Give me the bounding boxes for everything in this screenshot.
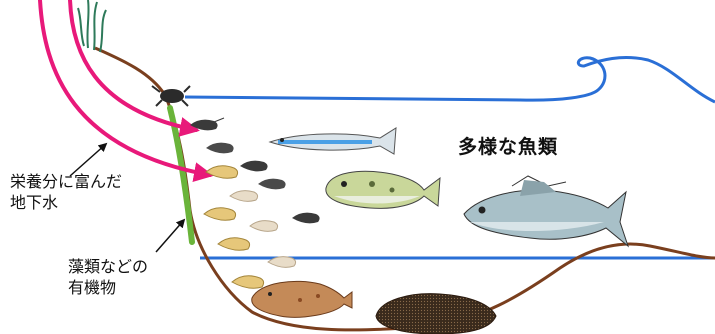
shrimp-icon [292,213,320,224]
organic-label-line1: 藻類などの [68,256,148,277]
sea-bass-icon [464,176,628,246]
seagrass-icon [78,0,106,52]
pufferfish-icon [326,171,440,208]
organic-label-line2: 有機物 [68,277,148,298]
shrimp-icon [218,238,250,250]
groundwater-label-line2: 地下水 [10,192,122,213]
shrimp-icon [240,161,268,172]
water-surface-line [185,58,715,102]
groundwater-label-line1: 栄養分に富んだ [10,171,122,192]
flounder-icon [252,281,352,317]
shrimp-icon [232,276,264,288]
shrimp-icon [206,143,234,154]
shrimp-icon [204,208,236,220]
crab-icon [152,86,190,106]
groundwater-arrows [40,0,210,175]
shrimp-icon [250,221,278,232]
shrimp-icon [258,179,286,190]
organic-annotation-line [156,220,184,252]
fish-diversity-label: 多様な魚類 [458,132,558,159]
shrimp-icon [230,191,258,202]
organic-matter-label: 藻類などの 有機物 [68,256,148,298]
groundwater-label: 栄養分に富んだ 地下水 [10,171,122,213]
sand-lance-icon [270,128,396,154]
sole-icon [376,294,496,334]
